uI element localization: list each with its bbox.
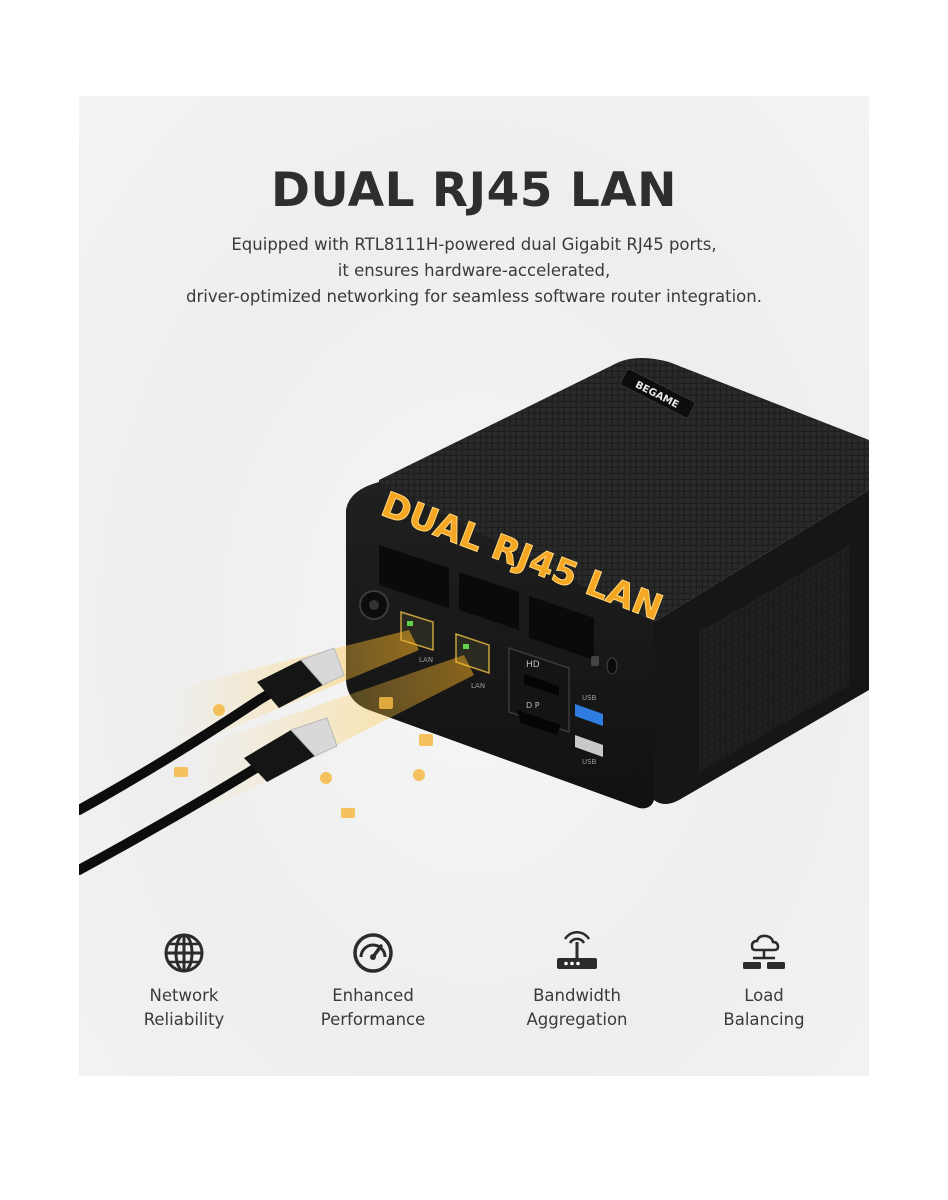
mini-pc-product-image: BEGAME LAN LAN HD D P USB USB DUAL RJ45 … — [79, 358, 869, 875]
svg-text:USB: USB — [582, 758, 597, 766]
page-title: DUAL RJ45 LAN — [270, 163, 678, 218]
rj45-connector-2 — [244, 717, 338, 782]
description-line-3: driver-optimized networking for seamless… — [186, 287, 762, 306]
svg-text:LAN: LAN — [471, 682, 485, 690]
feature-load-balancing: Load Balancing — [669, 930, 859, 1032]
globe-icon — [164, 933, 204, 973]
speedometer-icon — [353, 933, 393, 973]
description: Equipped with RTL8111H-powered dual Giga… — [0, 232, 948, 310]
svg-text:LAN: LAN — [419, 656, 433, 664]
description-line-2: it ensures hardware-accelerated, — [337, 261, 611, 280]
hd-label: HD — [526, 660, 540, 670]
cloud-network-icon — [743, 934, 785, 969]
svg-text:USB: USB — [582, 694, 597, 702]
feature-network-reliability: Network Reliability — [89, 930, 279, 1032]
feature-bandwidth-aggregation: Bandwidth Aggregation — [482, 930, 672, 1032]
feature-list: Network Reliability Enhanced Performance… — [79, 930, 869, 1040]
router-icon — [557, 930, 597, 969]
feature-enhanced-performance: Enhanced Performance — [278, 930, 468, 1032]
dp-label: D P — [526, 701, 540, 710]
rj45-connector-1 — [257, 647, 345, 708]
description-line-1: Equipped with RTL8111H-powered dual Giga… — [231, 235, 717, 254]
